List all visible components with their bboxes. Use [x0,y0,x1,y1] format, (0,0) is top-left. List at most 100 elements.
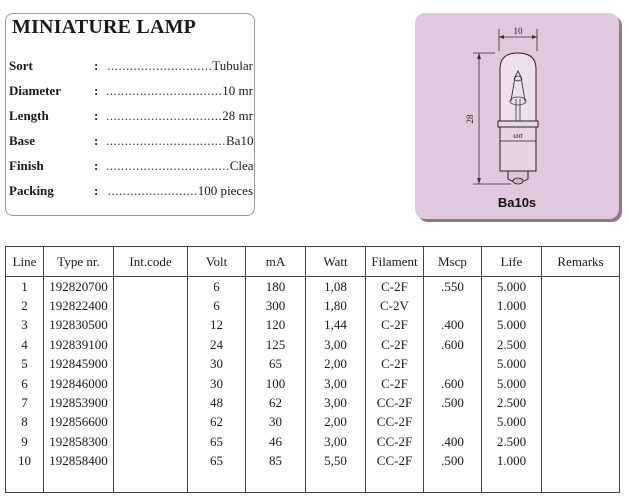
spec-card: MINIATURE LAMP Sort:....................… [5,13,255,216]
table-cell: 4 [5,335,44,355]
table-cell: 85 [245,451,306,471]
table-cell: 3 [5,315,44,336]
spec-leader-dots: ........................ [107,183,198,198]
glass-bead [509,96,527,106]
spec-row-length: Length:...............................28… [9,108,253,126]
table-cell: 5.000 [481,373,542,394]
spec-value-wrapper: .................................Clear [106,158,253,174]
table-cell [113,373,188,394]
table-cell: CC-2F [365,432,424,452]
column-header-ma: mA [245,246,306,277]
table-cell [541,354,620,374]
table-cell: 125 [245,335,306,355]
table-cell: 48 [187,393,246,413]
table-cell: 100 [245,373,306,394]
lamp-drawing: 10 28 ωσ Ba10s [465,26,539,210]
table-cell [113,432,188,452]
table-cell: 2,00 [305,354,366,374]
spec-label: Base [9,133,35,148]
spec-label: Sort [9,58,33,73]
table-row-empty [5,470,620,493]
table-cell [113,354,188,374]
table-cell: 9 [5,432,44,452]
table-cell: 3,00 [305,432,366,452]
spec-colon: : [94,158,99,173]
table-cell: 120 [245,315,306,336]
spec-value: 28 mm [222,108,253,123]
table-cell: CC-2F [365,393,424,413]
table-cell: C-2F [365,276,424,297]
table-cell [423,412,482,433]
column-header-mscp: Mscp [423,246,482,277]
table-cell: C-2F [365,354,424,374]
table-cell: .500 [423,451,482,471]
table-cell-empty [245,470,306,493]
table-cell: 180 [245,276,306,297]
table-cell: 2.500 [481,335,542,355]
table-cell-empty [113,470,188,493]
spec-leader-dots: ................................. [106,158,230,173]
table-cell: 6 [187,296,246,316]
table-cell: 30 [245,412,306,433]
table-cell [113,451,188,471]
table-cell: 10 [5,451,44,471]
column-header-line: Line [5,246,44,277]
table-cell: CC-2F [365,412,424,433]
spec-leader-dots: ............................... [106,108,223,123]
spec-value: 100 pieces [197,183,253,198]
column-header-int-code: Int.code [113,246,188,277]
table-cell: 5.000 [481,315,542,336]
spec-label: Packing [9,183,54,198]
base-collar [497,120,539,128]
table-cell [541,296,620,316]
arrow-right-icon [532,35,537,39]
filament-icon [510,69,526,102]
table-cell: 192830500 [43,315,114,336]
table-cell: 12 [187,315,246,336]
spec-value: Tubular [212,58,253,73]
table-cell: 192858300 [43,432,114,452]
table-cell: 30 [187,373,246,394]
solder-tip [512,177,524,185]
table-cell-empty [43,470,114,493]
arrow-down-icon [477,178,481,184]
table-cell: 6 [5,373,44,394]
spec-label: Length [9,108,49,123]
column-header-watt: Watt [305,246,366,277]
table-cell: 2.500 [481,393,542,413]
spec-colon: : [94,183,99,198]
table-cell [541,315,620,336]
table-cell: 8 [5,412,44,433]
table-cell: 3,00 [305,373,366,394]
table-cell: 192822400 [43,296,114,316]
table-cell [541,373,620,394]
table-cell: .500 [423,393,482,413]
table-cell: 65 [187,432,246,452]
spec-colon: : [94,133,99,148]
table-cell: 192853900 [43,393,114,413]
width-label: 10 [514,26,524,36]
height-label: 28 [465,114,475,124]
spec-row-diameter: Diameter:...............................… [9,83,253,101]
table-cell: C-2F [365,335,424,355]
table-cell: 3,00 [305,393,366,413]
table-cell: 192846000 [43,373,114,394]
table-cell [541,335,620,355]
spec-colon: : [94,83,99,98]
table-cell: 1.000 [481,296,542,316]
table-cell: 46 [245,432,306,452]
table-cell [113,276,188,297]
column-header-volt: Volt [187,246,246,277]
table-cell-empty [481,470,542,493]
spec-value-wrapper: ...............................10 mm [106,83,253,99]
spec-value: 10 mm [222,83,253,98]
table-cell: .400 [423,315,482,336]
table-cell: 65 [187,451,246,471]
spec-colon: : [94,58,99,73]
